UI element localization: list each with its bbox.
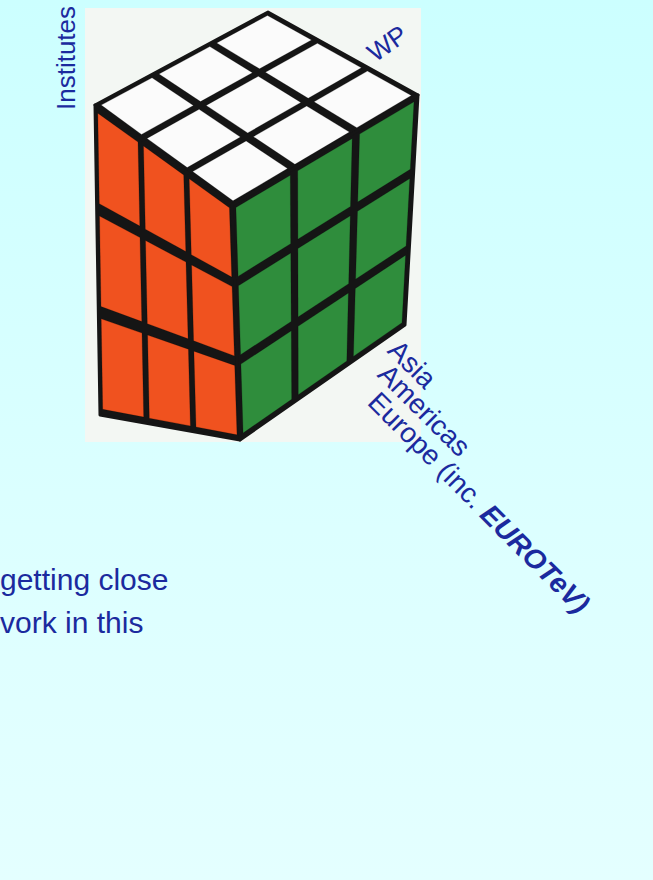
cube-sticker (144, 146, 186, 252)
cube (95, 12, 418, 440)
cube-sticker (194, 351, 237, 435)
region-label: Europe (inc. EUROTeV) (361, 386, 595, 620)
photo-ground (85, 8, 421, 442)
axis-label: Institutes (52, 6, 82, 110)
cube-sticker (192, 265, 235, 356)
cube-sticker (241, 331, 292, 433)
cube-sticker (98, 113, 140, 226)
body-text: vork in this (0, 606, 143, 641)
cube-body (95, 105, 240, 440)
cube-sticker (101, 319, 144, 417)
cube-sticker (146, 241, 189, 339)
cube-sticker (298, 293, 348, 395)
body-text: getting close (0, 563, 168, 598)
cube-sticker (100, 216, 142, 322)
cube-sticker (148, 335, 191, 426)
cube-sticker (189, 179, 232, 277)
